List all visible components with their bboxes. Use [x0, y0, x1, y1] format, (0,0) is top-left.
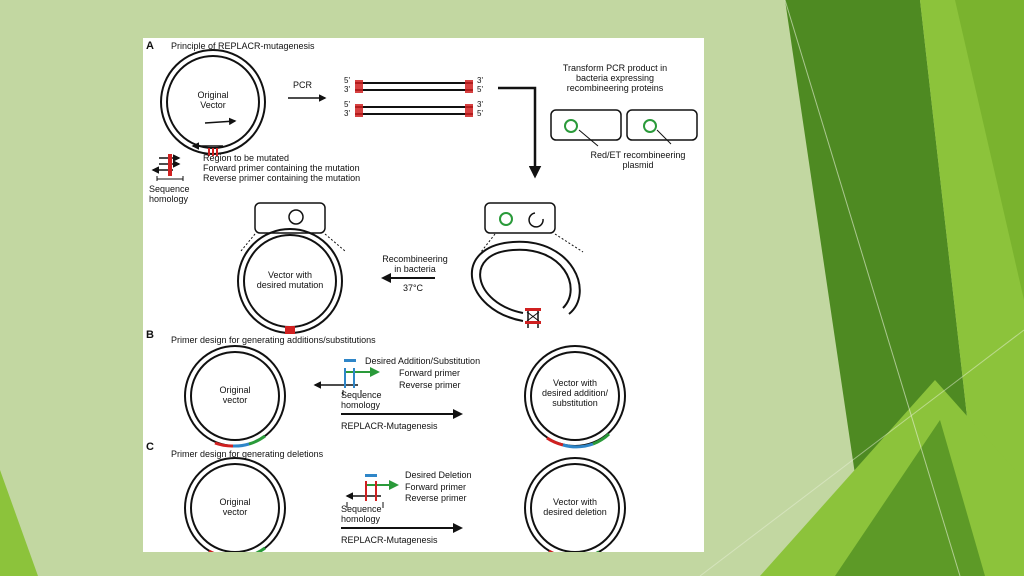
- replacr-diagram: A Principle of REPLACR-mutagenesis Origi…: [146, 40, 698, 552]
- legend-reverse: Reverse primer containing the mutation: [203, 173, 360, 183]
- transform-line-2: bacteria expressing: [576, 73, 654, 83]
- pcr-label: PCR: [293, 80, 313, 90]
- result-vector-c: [524, 457, 626, 552]
- end-5-bottom: 5': [344, 100, 350, 109]
- transform-line-1: Transform PCR product in: [563, 63, 667, 73]
- primer-symbol-b: [313, 359, 380, 396]
- bg-shape-bottom-dark: [835, 420, 985, 576]
- vector-c-line-2: vector: [223, 507, 248, 517]
- bg-line-1: [784, 0, 961, 576]
- result-b-line-3: substitution: [552, 398, 598, 408]
- recomb-line-2: in bacteria: [394, 264, 436, 274]
- vector-b-line-2: vector: [223, 395, 248, 405]
- panel-a-title: Principle of REPLACR-mutagenesis: [171, 41, 315, 51]
- vector-c-line-1: Original: [219, 497, 250, 507]
- end-3-top-right: 3': [477, 76, 483, 85]
- primer-symbol-c: [345, 474, 399, 508]
- legend-homology-1: Sequence: [149, 184, 190, 194]
- homology-c-1: Sequence: [341, 504, 382, 514]
- vector-b-line-1: Original: [219, 385, 250, 395]
- result-a-line-2: desired mutation: [257, 280, 324, 290]
- result-b-line-1: Vector with: [553, 378, 597, 388]
- recomb-line-1: Recombineering: [382, 254, 448, 264]
- figure-panel: A Principle of REPLACR-mutagenesis Origi…: [143, 38, 704, 552]
- reverse-b: Reverse primer: [399, 380, 461, 390]
- legend-symbol: [151, 154, 184, 181]
- bacteria-cell-2: [626, 109, 698, 145]
- result-a-line-1: Vector with: [268, 270, 312, 280]
- legend-forward: Forward primer containing the mutation: [203, 163, 360, 173]
- panel-b-letter: B: [146, 329, 154, 341]
- end-3-top: 3': [344, 85, 350, 94]
- homology-b-1: Sequence: [341, 390, 382, 400]
- forward-b: Forward primer: [399, 368, 460, 378]
- forward-c: Forward primer: [405, 482, 466, 492]
- bg-line-2: [699, 329, 1024, 576]
- result-cell: [240, 202, 346, 252]
- desired-b: Desired Addition/Substitution: [365, 356, 480, 366]
- vector-label-1: Original: [197, 90, 228, 100]
- result-vector-b: [524, 345, 626, 449]
- panel-b-title: Primer design for generating additions/s…: [171, 335, 376, 345]
- legend-region: Region to be mutated: [203, 153, 289, 163]
- panel-c-title: Primer design for generating deletions: [171, 449, 324, 459]
- vector-label-2: Vector: [200, 100, 226, 110]
- result-vector-a: [237, 228, 343, 334]
- plasmid-line-1: Red/ET recombineering: [591, 150, 686, 160]
- end-3-bottom-right: 3': [477, 100, 483, 109]
- panel-a-letter: A: [146, 40, 154, 52]
- pcr-product-2: [355, 104, 473, 117]
- method-b: REPLACR-Mutagenesis: [341, 421, 438, 431]
- reverse-c: Reverse primer: [405, 493, 467, 503]
- end-5-bottom-right: 5': [477, 109, 483, 118]
- result-c-line-1: Vector with: [553, 497, 597, 507]
- end-5-top-right: 5': [477, 85, 483, 94]
- recombining-cell: [480, 202, 584, 253]
- pcr-product-1: [355, 80, 473, 93]
- end-3-bottom: 3': [344, 109, 350, 118]
- desired-c: Desired Deletion: [405, 470, 472, 480]
- result-c-line-2: desired deletion: [543, 507, 607, 517]
- homology-c-2: homology: [341, 514, 381, 524]
- panel-c-letter: C: [146, 441, 154, 453]
- bg-shape-mid-right: [955, 0, 1024, 300]
- method-c: REPLACR-Mutagenesis: [341, 535, 438, 545]
- transform-arrow: [498, 86, 542, 179]
- homology-b-2: homology: [341, 400, 381, 410]
- legend-homology-2: homology: [149, 194, 189, 204]
- result-b-line-2: desired addition/: [542, 388, 609, 398]
- recombining-vector: [471, 240, 581, 328]
- plasmid-line-2: plasmid: [622, 160, 653, 170]
- original-vector-c: [184, 457, 286, 552]
- bacteria-cell-1: [550, 109, 622, 147]
- temp-label: 37°C: [403, 283, 424, 293]
- original-vector-a: [160, 49, 266, 156]
- end-5-top: 5': [344, 76, 350, 85]
- transform-line-3: recombineering proteins: [567, 83, 664, 93]
- original-vector-b: [184, 345, 286, 448]
- bg-shape-left-bottom: [0, 470, 38, 576]
